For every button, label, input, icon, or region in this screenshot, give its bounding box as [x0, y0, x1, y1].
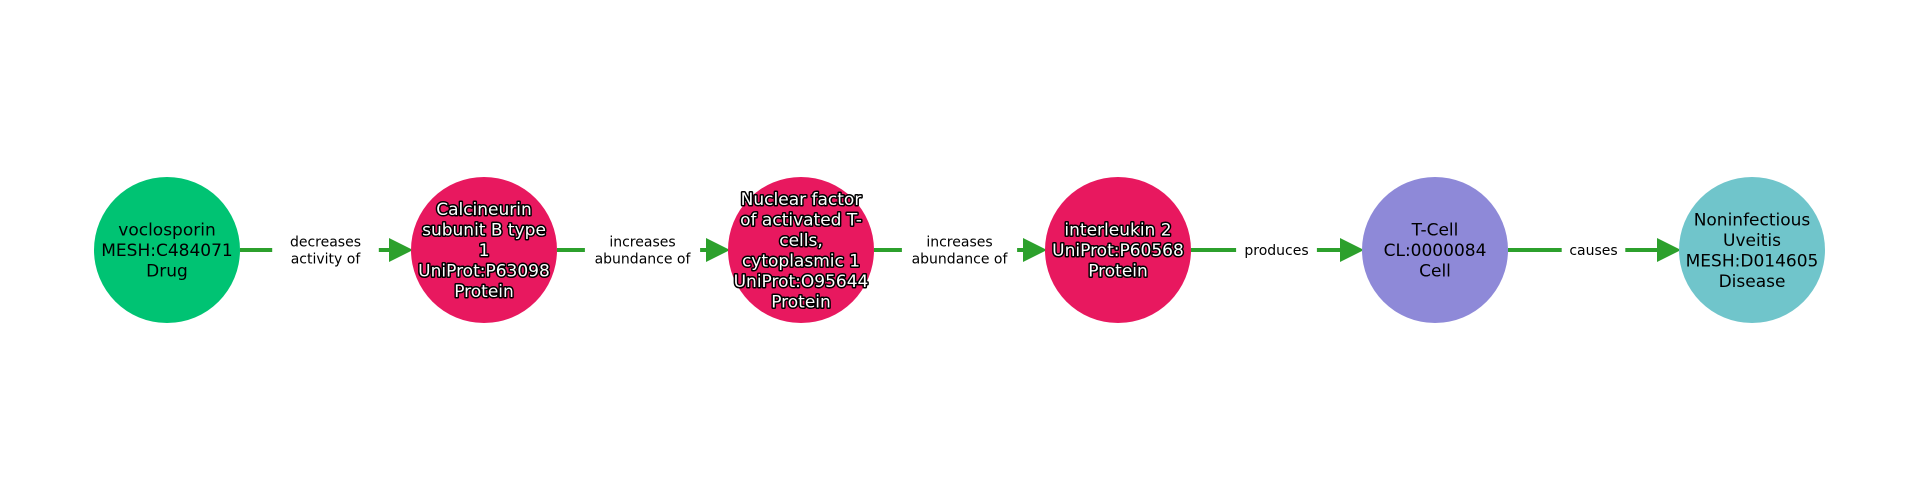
- edge-label: activity of: [291, 252, 362, 268]
- edge-label: causes: [1569, 243, 1617, 259]
- node-circle[interactable]: [94, 177, 240, 323]
- node-label: 1: [479, 241, 490, 261]
- node-circle[interactable]: [411, 177, 557, 323]
- node-label: UniProt:P60568: [1052, 241, 1184, 261]
- node-circle[interactable]: [1362, 177, 1508, 323]
- edge-label: increases: [926, 235, 992, 251]
- edge-label-background: [584, 230, 701, 270]
- node-label: voclosporin: [118, 221, 215, 241]
- edge-label-background: [1561, 238, 1626, 262]
- node-label: cells,: [779, 231, 823, 251]
- edge-label: abundance of: [912, 252, 1009, 268]
- node-circle[interactable]: [728, 177, 874, 323]
- node-label: cytoplasmic 1: [742, 251, 860, 271]
- edge-label-background: [272, 230, 379, 270]
- node-label: MESH:D014605: [1686, 251, 1819, 271]
- edge-label: abundance of: [595, 252, 692, 268]
- node-label: UniProt:P63098: [418, 262, 550, 282]
- node-label: Calcineurin: [436, 200, 532, 220]
- node-label: MESH:C484071: [101, 241, 232, 261]
- node-label: subunit B type: [422, 221, 546, 241]
- node-label: Protein: [454, 282, 514, 302]
- node-label: CL:0000084: [1384, 241, 1487, 261]
- node-label: Cell: [1419, 262, 1451, 282]
- node-label: of activated T-: [740, 210, 862, 230]
- node-circle[interactable]: [1679, 177, 1825, 323]
- node-label: Protein: [771, 292, 831, 312]
- edge-label: produces: [1244, 243, 1308, 259]
- edge-label-background: [1236, 238, 1317, 262]
- node-circle[interactable]: [1045, 177, 1191, 323]
- edge-label: increases: [609, 235, 675, 251]
- node-label: Noninfectious: [1694, 210, 1811, 230]
- node-label: interleukin 2: [1064, 221, 1171, 241]
- edge: produces: [1191, 238, 1364, 262]
- node-label: Protein: [1088, 262, 1148, 282]
- edge-label: decreases: [290, 235, 361, 251]
- node-label: Uveitis: [1723, 231, 1781, 251]
- edge-label-background: [901, 230, 1018, 270]
- node-label: UniProt:O95644: [734, 272, 869, 292]
- edge: causes: [1508, 238, 1681, 262]
- node-label: Nuclear factor: [741, 190, 862, 210]
- node-label: T-Cell: [1411, 221, 1459, 241]
- node-label: Drug: [146, 262, 188, 282]
- node-label: Disease: [1719, 272, 1786, 292]
